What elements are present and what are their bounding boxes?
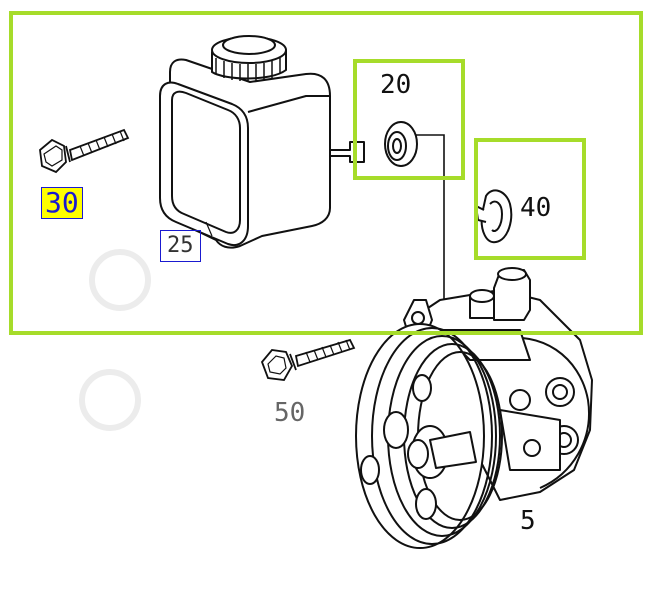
reservoir-tank-icon <box>159 35 365 249</box>
bolt-icon <box>260 338 356 381</box>
callout-50[interactable]: 50 <box>274 398 306 428</box>
bolt-icon <box>39 128 130 174</box>
watermark <box>79 249 151 431</box>
seal-ring-icon <box>384 121 418 167</box>
callout-40[interactable]: 40 <box>520 193 552 223</box>
hose-clamp-icon <box>474 189 513 244</box>
main-frame <box>9 11 643 335</box>
callout-5[interactable]: 5 <box>520 506 536 536</box>
callout-25[interactable]: 25 <box>160 230 201 262</box>
frame-40 <box>474 138 586 260</box>
callout-30[interactable]: 30 <box>41 187 83 219</box>
frame-20 <box>353 59 465 180</box>
callout-20[interactable]: 20 <box>380 70 412 100</box>
power-steering-pump-icon <box>355 267 593 549</box>
highlight-frames <box>9 11 643 335</box>
